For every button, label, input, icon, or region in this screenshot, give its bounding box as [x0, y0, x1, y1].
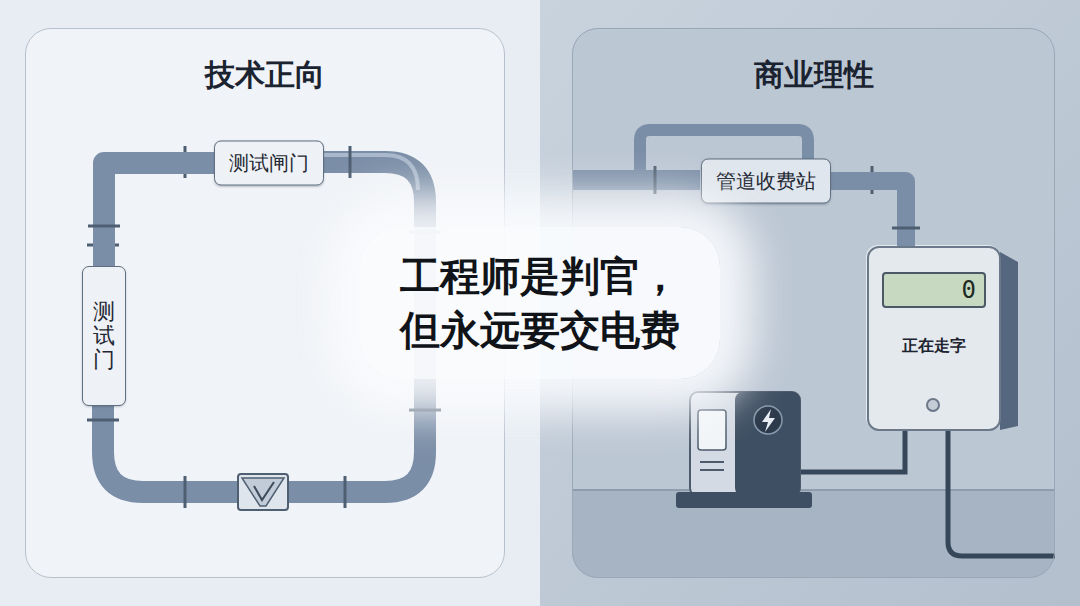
panel-heading: 技术正向 — [26, 55, 504, 96]
pipe-joint — [344, 476, 347, 508]
meter-reading: 0 — [882, 272, 986, 308]
pipe-joint — [184, 476, 187, 508]
power-unit-panel — [735, 392, 800, 496]
power-unit-base — [676, 492, 812, 508]
pipe-joint — [892, 227, 920, 230]
pipe-connector — [104, 163, 214, 266]
pipe-gate-box: 测试门 — [82, 266, 126, 406]
valve — [238, 474, 288, 510]
valve-body — [238, 474, 288, 510]
pipe-connector — [831, 181, 906, 246]
toll-label: 管道收费站 — [716, 169, 816, 193]
pipe-joint — [87, 419, 119, 422]
power-unit-body — [690, 392, 800, 496]
lightning-badge — [754, 406, 782, 434]
pipe-gate-box: 测试闸门 — [214, 141, 324, 186]
pipe-joint — [349, 146, 352, 178]
power-unit — [676, 392, 812, 508]
meter-knob — [927, 399, 939, 411]
floor-line — [572, 489, 1055, 491]
power-unit-slot — [698, 410, 726, 450]
meter-front — [866, 245, 1000, 430]
lightning-icon — [762, 409, 775, 432]
electric-meter: 0 正在走字 — [867, 246, 1001, 431]
power-unit-vent — [700, 469, 724, 471]
gate-label: 测试闸门 — [229, 151, 309, 175]
pipe-joint — [654, 166, 657, 194]
cable — [948, 430, 1055, 556]
pipe-joint — [88, 225, 120, 228]
pipe-joint — [409, 409, 441, 412]
meter-status: 正在走字 — [902, 336, 966, 357]
floor — [572, 490, 1055, 578]
gate-label: 测试门 — [93, 300, 115, 373]
panel-heading: 商业理性 — [573, 55, 1054, 96]
power-unit-vent — [700, 461, 724, 463]
slogan: 工程师是判官， 但永远要交电费 — [360, 227, 720, 379]
meter-side — [1000, 252, 1018, 430]
valve-check — [254, 482, 274, 500]
toll-station-box: 管道收费站 — [701, 159, 831, 204]
cable — [800, 430, 905, 472]
valve-funnel — [242, 478, 284, 506]
